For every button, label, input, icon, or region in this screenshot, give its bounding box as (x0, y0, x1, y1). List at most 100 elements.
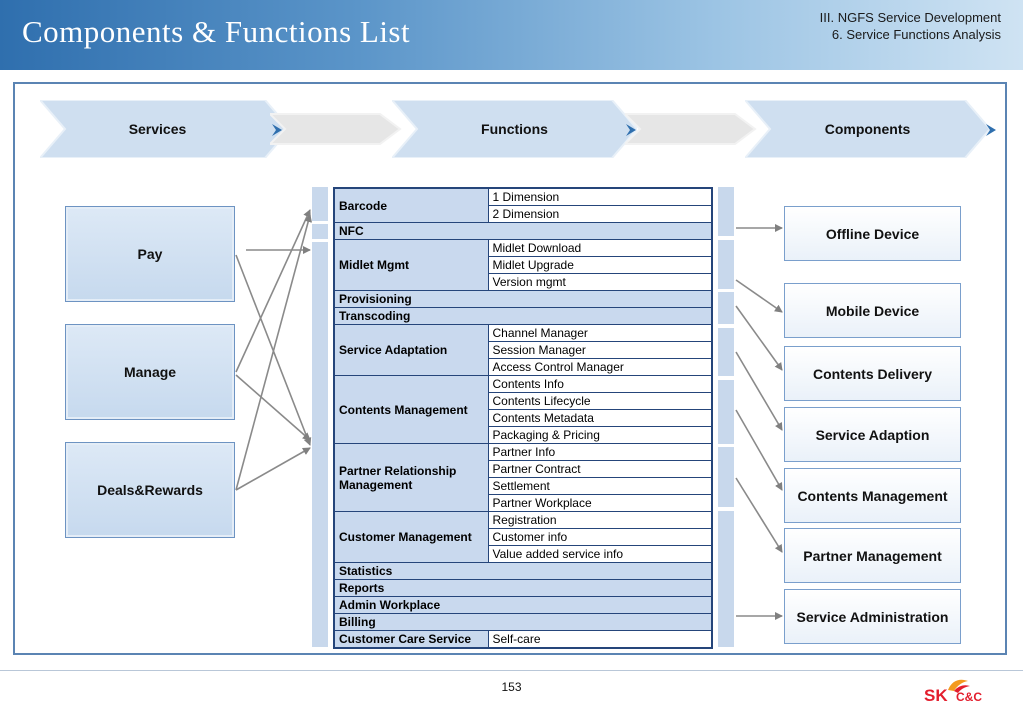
function-customer-management: Customer Management (333, 511, 489, 563)
content-frame (13, 82, 1007, 655)
component-service-adaption: Service Adaption (784, 407, 961, 462)
table-row: Value added service info (334, 545, 713, 563)
table-row: Contents Lifecycle (334, 392, 713, 410)
function-statistics: Statistics (333, 562, 713, 580)
function-provisioning: Provisioning (333, 290, 713, 308)
left-group-bar (312, 242, 328, 647)
table-row: Admin Workplace (333, 596, 713, 614)
table-row: Contents Metadata (334, 409, 713, 427)
table-row: Settlement (334, 477, 713, 495)
chevron-right-icon (272, 124, 282, 136)
component-partner-management: Partner Management (784, 528, 961, 583)
table-row: Statistics (333, 562, 713, 580)
components-chevron: Components (745, 100, 990, 158)
sub-function: Access Control Manager (487, 358, 713, 376)
service-deals-rewards: Deals&Rewards (65, 442, 235, 538)
connector-chevron-1 (270, 100, 405, 158)
left-group-bar (312, 187, 328, 221)
section-subtitle: III. NGFS Service Development 6. Service… (820, 9, 1001, 43)
sub-function: Partner Contract (487, 460, 713, 478)
right-group-bar (718, 447, 734, 507)
logo-cc-text: C&C (956, 690, 982, 704)
table-row: Provisioning (333, 290, 713, 308)
sub-function: Contents Metadata (487, 409, 713, 427)
functions-label: Functions (481, 121, 548, 137)
table-row: NFC (333, 222, 713, 240)
right-group-bar (718, 511, 734, 647)
function-admin-workplace: Admin Workplace (333, 596, 713, 614)
services-label: Services (128, 121, 187, 137)
function-nfc: NFC (333, 222, 713, 240)
arrow-to-partner-management (735, 477, 783, 553)
function-partner-relationship-management: Partner Relationship Management (333, 443, 489, 512)
sub-function: Midlet Download (487, 239, 713, 257)
component-service-administration: Service Administration (784, 589, 961, 644)
subtitle-line-2: 6. Service Functions Analysis (831, 27, 1001, 42)
sub-function: Registration (487, 511, 713, 529)
table-row: Packaging & Pricing (334, 426, 713, 444)
right-group-bar (718, 292, 734, 324)
butterfly-icon (948, 679, 970, 693)
component-contents-management: Contents Management (784, 468, 961, 523)
table-row: Access Control Manager (334, 358, 713, 376)
table-row: Partner Contract (334, 460, 713, 478)
sub-function: Self-care (487, 630, 713, 649)
sub-function: Version mgmt (487, 273, 713, 291)
component-mobile-device: Mobile Device (784, 283, 961, 338)
sub-function: Value added service info (487, 545, 713, 563)
arrow-to-contents-management (735, 409, 783, 491)
service-manage: Manage (65, 324, 235, 420)
table-row: Version mgmt (334, 273, 713, 291)
functions-chevron: Functions (392, 100, 637, 158)
connector-chevron-2 (625, 100, 760, 158)
right-group-bar (718, 328, 734, 376)
chevron-right-icon (626, 124, 636, 136)
table-row: Transcoding (333, 307, 713, 325)
function-barcode: Barcode (333, 187, 489, 223)
services-chevron: Services (40, 100, 290, 158)
component-offline-device: Offline Device (784, 206, 961, 261)
arrow-to-service-adaption (735, 351, 783, 431)
sub-function: Customer info (487, 528, 713, 546)
sub-function: Partner Info (487, 443, 713, 461)
sub-function: Packaging & Pricing (487, 426, 713, 444)
arrow-manage-to-functions (235, 374, 311, 441)
function-transcoding: Transcoding (333, 307, 713, 325)
function-midlet-mgmt: Midlet Mgmt (333, 239, 489, 291)
right-group-bar (718, 187, 734, 236)
logo-sk-text: SK (924, 686, 948, 705)
page-title: Components & Functions List (22, 14, 411, 49)
service-pay: Pay (65, 206, 235, 302)
left-group-bar (312, 224, 328, 239)
sub-function: 1 Dimension (487, 187, 713, 206)
subtitle-line-1: III. NGFS Service Development (819, 10, 1001, 25)
arrow-deals-to-barcode (235, 214, 313, 491)
header-banner: Components & Functions List III. NGFS Se… (0, 0, 1023, 70)
right-group-bar (718, 380, 734, 444)
sub-function: Contents Lifecycle (487, 392, 713, 410)
right-group-bar (718, 240, 734, 289)
arrow-to-mobile-device (735, 279, 783, 313)
footer-divider (0, 670, 1023, 671)
arrow-to-contents-delivery (735, 305, 783, 371)
table-row: Billing (333, 613, 713, 631)
arrow-manage-to-barcode (235, 209, 311, 373)
function-billing: Billing (333, 613, 713, 631)
sub-function: Partner Workplace (487, 494, 713, 512)
component-contents-delivery: Contents Delivery (784, 346, 961, 401)
components-label: Components (824, 121, 911, 137)
table-row: Partner Workplace (334, 494, 713, 512)
chevron-right-icon (986, 124, 996, 136)
function-customer-care-service: Customer Care Service (333, 630, 489, 649)
table-row: Customer info (334, 528, 713, 546)
sub-function: Settlement (487, 477, 713, 495)
function-contents-management: Contents Management (333, 375, 489, 444)
